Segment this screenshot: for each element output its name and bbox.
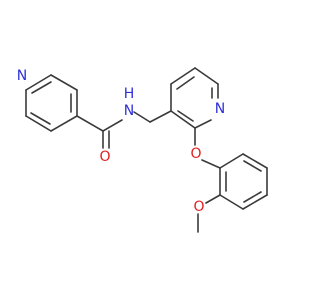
- double-bond: [30, 112, 51, 125]
- atom-label-o: O: [193, 199, 204, 215]
- bond: [219, 194, 244, 210]
- bond: [25, 115, 52, 132]
- atom-label-o: O: [99, 149, 110, 165]
- bond: [194, 119, 212, 129]
- double-bond: [177, 110, 194, 122]
- bond: [76, 115, 104, 132]
- bond: [50, 74, 78, 91]
- bond: [170, 110, 196, 129]
- double-bond: [31, 81, 52, 94]
- atom-label-n: N: [17, 68, 27, 84]
- bond: [25, 74, 52, 91]
- bond: [102, 119, 123, 132]
- bond: [133, 111, 151, 123]
- bond: [242, 194, 268, 210]
- bond: [242, 153, 268, 169]
- double-bond: [243, 191, 262, 203]
- atom-label-o: O: [190, 146, 201, 162]
- molecule-drawing: N N H O N O O: [17, 67, 268, 233]
- bond-methoxy-o: [205, 194, 221, 204]
- bond-ether-phenyl: [201, 159, 221, 169]
- amide-group: [76, 111, 151, 149]
- bond: [194, 67, 219, 85]
- double-bond: [176, 76, 195, 90]
- structure-canvas: N N H O N O O: [17, 67, 268, 233]
- atom-label-h: H: [124, 86, 135, 102]
- bond: [170, 67, 196, 85]
- atom-label-n: N: [124, 103, 134, 119]
- bond: [219, 153, 244, 169]
- methoxyphenyl-ring: [219, 153, 268, 210]
- pyridine-ring-left: [25, 74, 78, 132]
- atom-label-n: N: [215, 101, 225, 117]
- bond: [50, 115, 78, 132]
- double-bond: [243, 160, 262, 172]
- pyridine-ring-right: [170, 67, 219, 129]
- bond-methylene: [149, 110, 172, 123]
